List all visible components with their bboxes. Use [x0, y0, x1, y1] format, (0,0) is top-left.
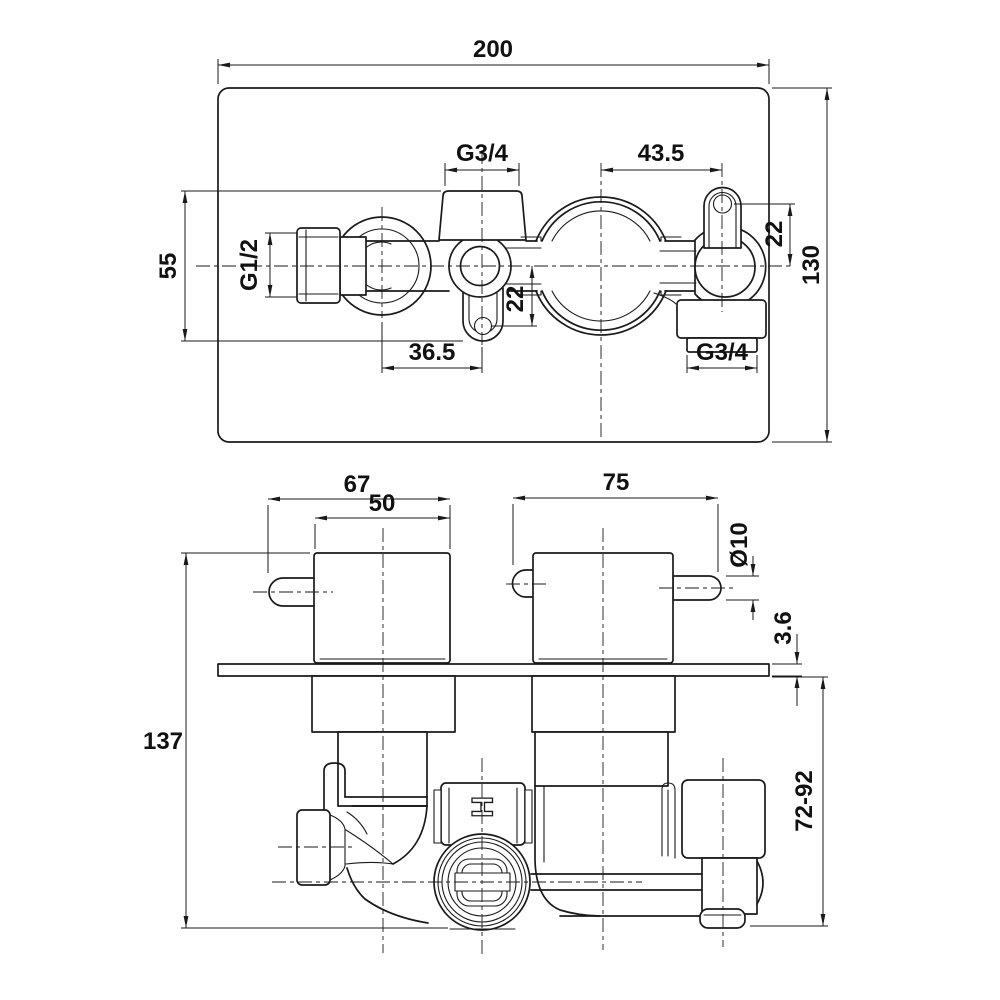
- cold-channel-post: [323, 762, 346, 813]
- mounting-lug-center: [462, 287, 504, 342]
- right-yoke-tabs: [659, 250, 697, 284]
- bottom-outlet-block: [676, 299, 767, 339]
- dim-label-75: 75: [603, 469, 630, 496]
- dim-label-36-5: 36.5: [409, 339, 456, 366]
- dim-overall-height: 137: [143, 552, 448, 929]
- dim-bottom-port-thread: G3/4: [686, 339, 758, 373]
- dim-inlet-thread: G1/2: [236, 232, 297, 298]
- body-arm-center: [508, 240, 697, 292]
- mounting-lug-right-inner: [708, 191, 737, 249]
- dim-label-g12: G1/2: [236, 239, 263, 291]
- funnel-wedge: [345, 829, 394, 865]
- dim-inlet-to-port: 36.5: [381, 322, 483, 373]
- dim-plate-thickness: 3.6: [770, 611, 802, 706]
- hot-block-ear-right: [524, 789, 533, 844]
- top-port-nozzle: [438, 190, 527, 241]
- cartridge-circle: [508, 196, 697, 336]
- outlet-bracket: [661, 782, 676, 859]
- hot-block-inner-lines: [448, 787, 518, 844]
- front-view: H: [143, 469, 828, 956]
- dim-left-handle-overall: 67: [267, 471, 451, 573]
- dim-left-handle-body: 50: [314, 490, 450, 549]
- rear-outlet-block: [681, 779, 766, 859]
- mounting-hole-right: [712, 194, 733, 214]
- dim-lug-offset: 43.5: [601, 140, 722, 173]
- channel-fillet: [346, 811, 368, 835]
- dim-label-130: 130: [798, 245, 825, 285]
- body-bottom-left: [346, 867, 429, 924]
- dim-label-72-92: 72-92: [791, 770, 818, 831]
- dim-label-137: 137: [143, 728, 183, 755]
- right-escutcheon: [531, 675, 676, 733]
- dim-lug-rise-right: 22: [734, 203, 795, 266]
- clevis-tabs: [504, 247, 542, 285]
- outlet-bulge: [756, 860, 764, 905]
- right-outlet-stack: [661, 779, 766, 929]
- dim-label-22-center: 22: [502, 286, 529, 313]
- lower-outlet-block: [701, 857, 758, 915]
- dim-label-67: 67: [344, 471, 371, 498]
- top-view-centerlines: [196, 150, 794, 437]
- front-view-dimensions: 67 50 75 Ø10 3.6: [143, 469, 828, 929]
- cartridge-bowl: [534, 785, 601, 917]
- dim-label-55: 55: [155, 253, 182, 280]
- side-port: [296, 809, 331, 886]
- dim-label-43-5: 43.5: [638, 140, 685, 167]
- dim-lever-diameter: Ø10: [726, 522, 759, 620]
- dim-label-22-right: 22: [761, 221, 788, 248]
- cold-channel-lines: [344, 796, 428, 807]
- top-view: 200 130 55 G1/2 G3/4: [155, 36, 832, 443]
- outlet-foot: [699, 908, 746, 929]
- inlet-nut-lines: [298, 229, 339, 302]
- right-elbow-assembly: [653, 186, 767, 353]
- left-handle: [268, 552, 451, 664]
- dim-installation-depth: 72-92: [750, 676, 828, 927]
- inlet-nut: [296, 227, 341, 304]
- left-sleeve: [337, 731, 428, 807]
- dim-plate-width: 200: [217, 36, 770, 84]
- port-funnel: [329, 814, 346, 881]
- dim-lug-drop-center: 22: [492, 266, 537, 327]
- right-handle-stub: [511, 569, 536, 598]
- center-clevis-assembly: [448, 234, 542, 342]
- dim-body-height: 55: [155, 190, 463, 342]
- hot-block-ear-left: [433, 789, 442, 844]
- dim-top-port-thread: G3/4: [444, 140, 520, 186]
- waterway-lines: [530, 873, 703, 891]
- body-arm-left: [365, 240, 450, 292]
- bottom-outlet-step: [686, 337, 758, 353]
- dim-label-200: 200: [473, 36, 513, 63]
- wall-plate-front: [217, 663, 770, 677]
- left-escutcheon: [311, 675, 456, 733]
- mounting-hole-center: [473, 316, 493, 336]
- outlet-fillet: [653, 292, 677, 305]
- dim-plate-height: 130: [772, 87, 832, 443]
- dim-label-g34-bottom: G3/4: [696, 339, 749, 366]
- hot-indicator-letter: H: [465, 796, 498, 818]
- dim-label-3-6: 3.6: [770, 611, 797, 644]
- dim-label-d10: Ø10: [726, 522, 753, 567]
- top-view-dimensions: 200 130 55 G1/2 G3/4: [155, 36, 832, 443]
- dim-label-50: 50: [369, 490, 396, 517]
- right-sleeve: [534, 731, 669, 787]
- dim-label-g34-top: G3/4: [456, 140, 509, 167]
- right-handle: [511, 552, 722, 664]
- left-handle-body: [313, 552, 451, 664]
- dim-right-handle-overall: 75: [512, 469, 719, 572]
- front-view-centerlines: [253, 528, 734, 956]
- body-fillet-large: [392, 805, 428, 865]
